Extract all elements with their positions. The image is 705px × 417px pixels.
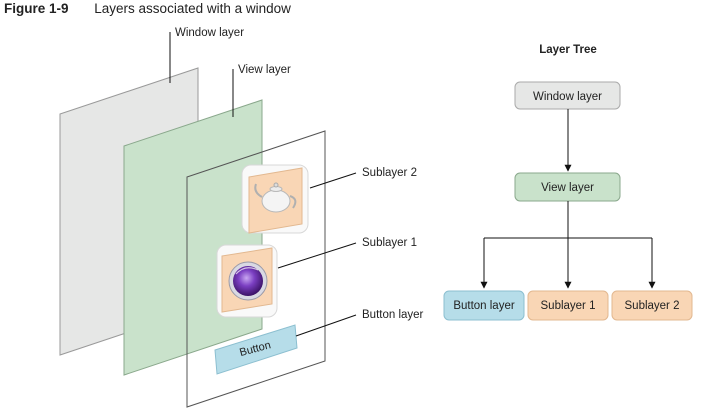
root-layer-plane	[186, 130, 326, 408]
callout-line-sublayer-2	[309, 172, 357, 189]
teapot-icon	[254, 182, 297, 213]
callout-window-layer: Window layer	[175, 27, 244, 39]
figure-number: Figure 1-9	[4, 1, 69, 16]
callout-line-button	[295, 314, 357, 337]
callout-button-layer: Button layer	[362, 309, 424, 321]
figure-header: Figure 1-9 Layers associated with a wind…	[4, 1, 291, 16]
tree-node-sublayer1-label: Sublayer 1	[541, 300, 596, 312]
view-layer-plane	[123, 99, 263, 376]
button-graphic: Button	[214, 324, 298, 375]
callout-sublayer-2: Sublayer 2	[362, 167, 417, 179]
figure-caption: Layers associated with a window	[94, 1, 291, 16]
tree-node-sublayer-1: Sublayer 1	[527, 290, 609, 321]
tree-node-view-label: View layer	[541, 182, 594, 194]
sublayer-1-tile	[216, 244, 278, 318]
tree-node-view-layer: View layer	[514, 172, 621, 202]
callout-sublayer-1: Sublayer 1	[362, 237, 417, 249]
tree-node-window-layer: Window layer	[514, 81, 621, 110]
tree-node-sublayer-2: Sublayer 2	[611, 290, 693, 321]
tree-node-sublayer2-label: Sublayer 2	[625, 300, 680, 312]
tree-node-button-label: Button layer	[453, 300, 515, 312]
layer-tree-title: Layer Tree	[539, 44, 597, 56]
callout-line-sublayer-1	[277, 242, 357, 269]
callout-view-layer: View layer	[238, 64, 291, 76]
tree-node-window-label: Window layer	[533, 91, 602, 103]
sublayer-2-tile	[241, 164, 309, 234]
tree-node-button-layer: Button layer	[443, 290, 525, 321]
purple-sphere-icon	[228, 261, 268, 301]
